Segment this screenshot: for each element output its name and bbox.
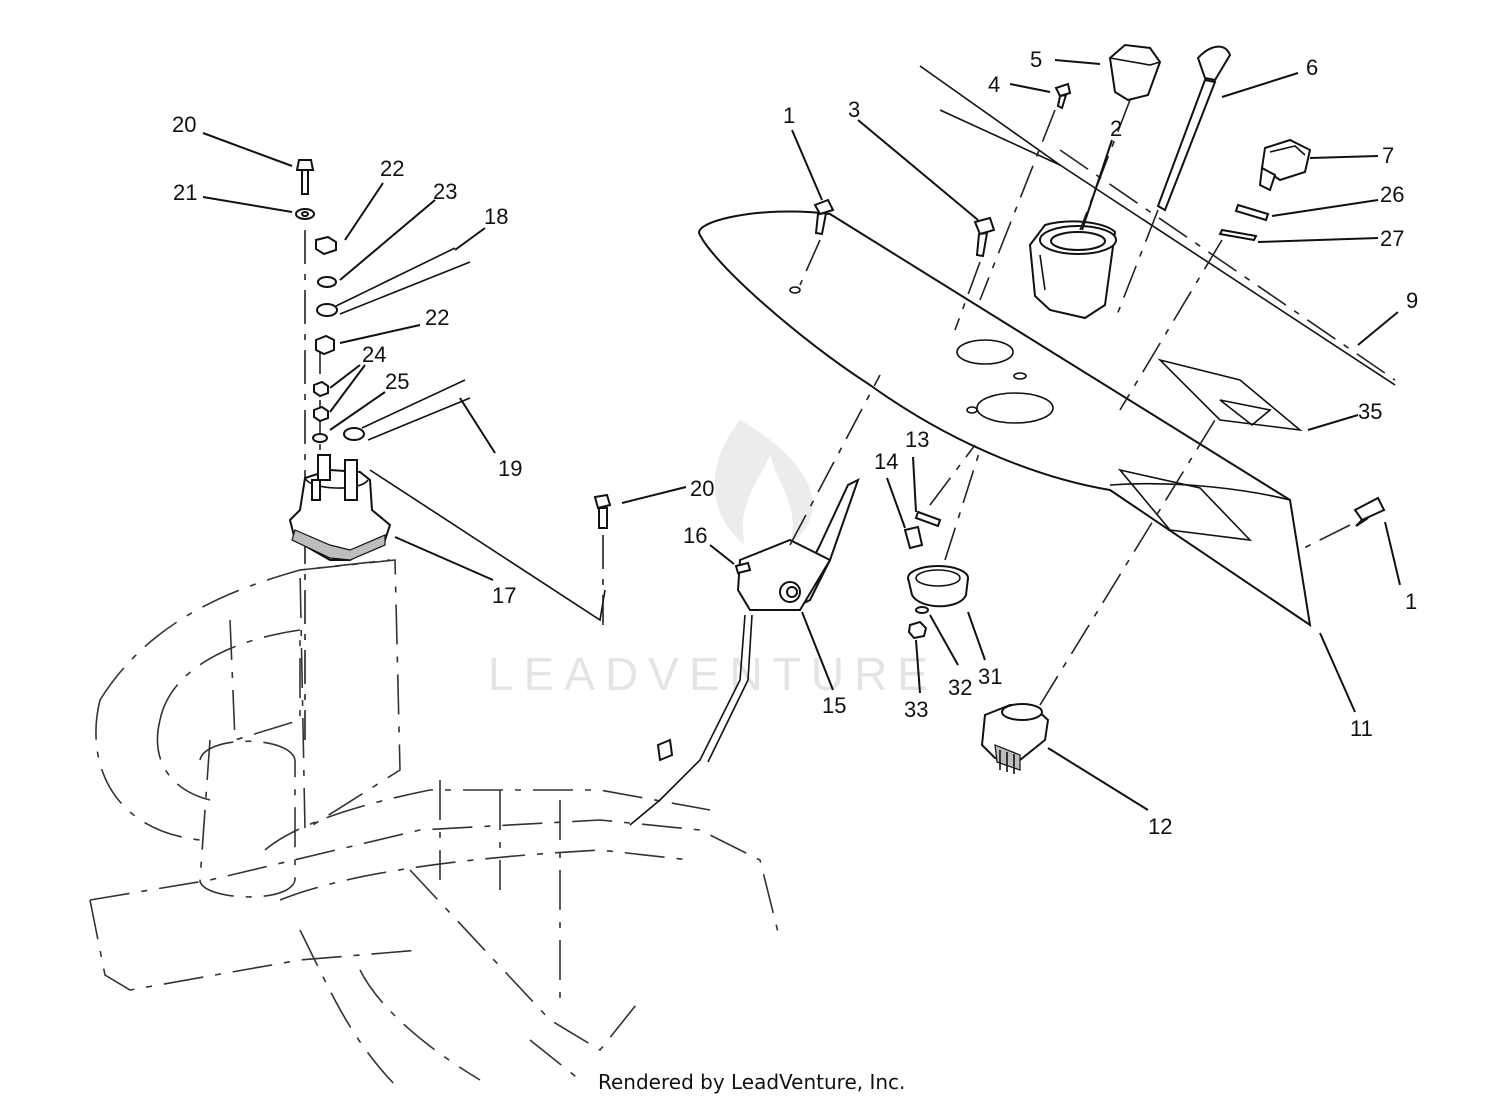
callout-11: 11: [1350, 716, 1373, 741]
callout-3: 3: [848, 97, 860, 122]
callout-13: 13: [905, 427, 929, 452]
callout-9: 9: [1406, 288, 1418, 313]
clip-27: [1218, 228, 1258, 242]
clip-26: [1234, 203, 1270, 222]
callout-6: 6: [1306, 55, 1318, 80]
callout-14: 14: [874, 449, 898, 474]
callout-20-right: 20: [690, 476, 714, 501]
nut-22-lower: [315, 334, 335, 356]
switch-7: [1258, 138, 1312, 192]
nut-33: [907, 620, 928, 640]
nut-22-top: [315, 235, 337, 256]
bolt-1-right: [1353, 496, 1386, 527]
bolt-3: [973, 216, 996, 258]
lever-15: [629, 374, 881, 826]
credit-text: Rendered by LeadVenture, Inc.: [598, 1070, 905, 1094]
callout-26: 26: [1380, 182, 1404, 207]
callout-24: 24: [362, 342, 386, 367]
dash-panel: [698, 65, 1396, 628]
callout-31: 31: [978, 664, 1002, 689]
cable-6: [1114, 45, 1232, 321]
callout-1-left: 1: [783, 103, 795, 128]
nut-24b: [313, 405, 329, 423]
spring-13: [914, 510, 942, 528]
callout-22-top: 22: [380, 156, 404, 181]
callout-5: 5: [1030, 47, 1042, 72]
callout-27: 27: [1380, 226, 1404, 251]
callout-17: 17: [492, 583, 516, 608]
ring-31: [907, 565, 969, 608]
callout-2: 2: [1110, 116, 1122, 141]
callout-35: 35: [1358, 399, 1382, 424]
upper-panel-9: [919, 65, 1396, 386]
callout-21: 21: [173, 180, 197, 205]
watermark: LEADVENTURE: [488, 420, 938, 700]
bolt-1-left: [813, 198, 835, 236]
key-switch-12: [980, 419, 1216, 774]
callout-22-lower: 22: [425, 305, 449, 330]
callout-18: 18: [484, 204, 508, 229]
lockwasher-23: [317, 276, 337, 288]
watermark-text: LEADVENTURE: [488, 648, 938, 700]
callout-1-right: 1: [1405, 589, 1417, 614]
bolt-20-top: [295, 159, 315, 195]
callout-32: 32: [948, 675, 972, 700]
solenoid-assembly: [288, 159, 606, 740]
frame-outline: [89, 559, 781, 1091]
callout-16: 16: [683, 523, 707, 548]
watermark-flame-icon: [714, 420, 813, 545]
leader-lines: [202, 59, 1401, 811]
terminal-19: [343, 427, 365, 441]
bezel-2: [1028, 220, 1117, 320]
pin-16: [734, 561, 752, 575]
screw-4: [1054, 82, 1072, 110]
spacer-14: [903, 525, 924, 550]
callout-4: 4: [988, 72, 1000, 97]
callout-19: 19: [498, 456, 522, 481]
dash-panel-plate: [698, 210, 1312, 628]
callout-25: 25: [385, 369, 409, 394]
callout-7: 7: [1382, 143, 1394, 168]
callout-labels: 20 21 22 23 18 22 24 25 19 17 20 1 3 4 5…: [172, 47, 1418, 839]
callout-12: 12: [1148, 814, 1172, 839]
callout-15: 15: [822, 693, 846, 718]
terminal-18: [316, 303, 338, 317]
callout-33: 33: [904, 697, 928, 722]
callout-23: 23: [433, 179, 457, 204]
knob-5: [1108, 43, 1162, 102]
washer-25: [312, 433, 328, 443]
nut-24a: [313, 380, 329, 398]
bolt-20-right: [593, 493, 612, 529]
washer-32: [915, 606, 929, 614]
callout-20-top: 20: [172, 112, 196, 137]
